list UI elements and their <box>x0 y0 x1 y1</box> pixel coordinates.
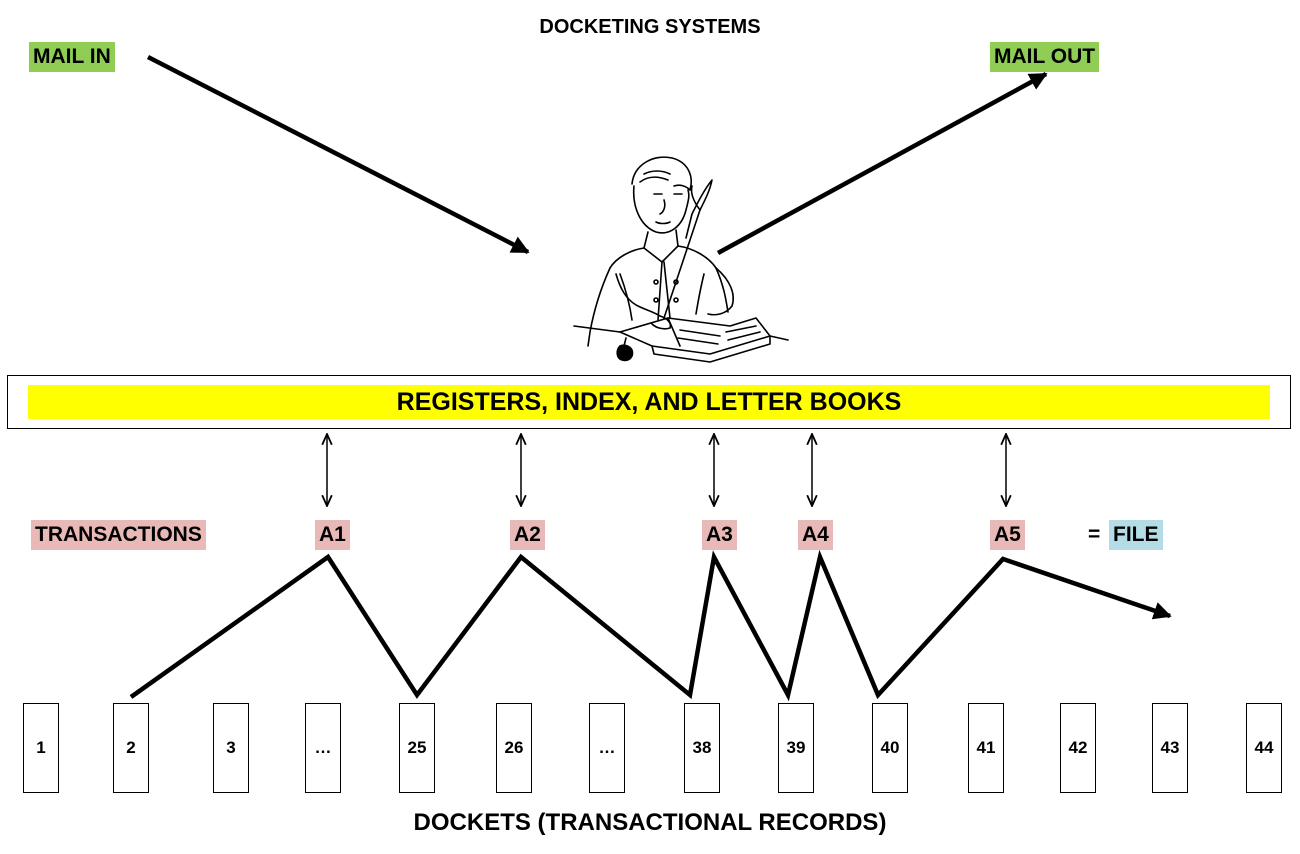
transactions-label: TRANSACTIONS <box>31 520 206 550</box>
file-label: FILE <box>1109 520 1163 550</box>
docket-ellipsis-2: … <box>589 703 625 793</box>
transaction-a4: A4 <box>798 520 833 550</box>
docket-1: 1 <box>23 703 59 793</box>
docket-25: 25 <box>399 703 435 793</box>
transaction-a2: A2 <box>510 520 545 550</box>
registers-label: REGISTERS, INDEX, AND LETTER BOOKS <box>28 385 1270 419</box>
mail-in-label: MAIL IN <box>29 42 115 72</box>
dockets-caption: DOCKETS (TRANSACTIONAL RECORDS) <box>413 809 887 836</box>
docket-38: 38 <box>684 703 720 793</box>
docket-44: 44 <box>1246 703 1282 793</box>
mail-out-arrow <box>716 72 1048 255</box>
clerk-writing-icon <box>573 156 789 363</box>
docket-2: 2 <box>113 703 149 793</box>
docket-ellipsis-1: … <box>305 703 341 793</box>
docket-26: 26 <box>496 703 532 793</box>
file-equals-sign: = <box>1088 523 1101 546</box>
diagram-title: DOCKETING SYSTEMS <box>539 16 761 38</box>
docket-40: 40 <box>872 703 908 793</box>
mail-in-arrow <box>146 54 530 255</box>
registers-box: REGISTERS, INDEX, AND LETTER BOOKS <box>7 375 1291 429</box>
docket-41: 41 <box>968 703 1004 793</box>
docket-39: 39 <box>778 703 814 793</box>
transaction-a1: A1 <box>315 520 350 550</box>
transaction-a3: A3 <box>702 520 737 550</box>
transaction-zigzag-path <box>129 549 1172 702</box>
transaction-a5: A5 <box>990 520 1025 550</box>
docket-42: 42 <box>1060 703 1096 793</box>
mail-out-label: MAIL OUT <box>990 42 1100 72</box>
docket-3: 3 <box>213 703 249 793</box>
docket-43: 43 <box>1152 703 1188 793</box>
